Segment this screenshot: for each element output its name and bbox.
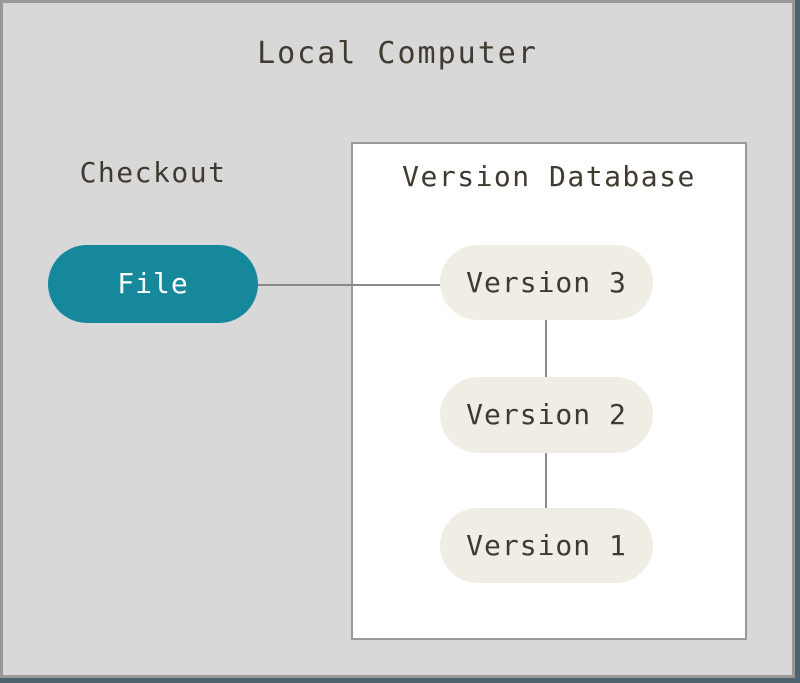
- file-to-version3-connector: [256, 284, 444, 286]
- file-node: File: [48, 245, 258, 323]
- version2-node: Version 2: [440, 377, 653, 453]
- version2-to-version1-connector: [545, 453, 547, 509]
- version3-to-version2-connector: [545, 320, 547, 378]
- version-database-title: Version Database: [402, 160, 696, 193]
- checkout-label: Checkout: [79, 156, 227, 189]
- local-computer-title: Local Computer: [257, 36, 538, 71]
- version3-node: Version 3: [440, 245, 653, 320]
- version1-node: Version 1: [440, 508, 653, 583]
